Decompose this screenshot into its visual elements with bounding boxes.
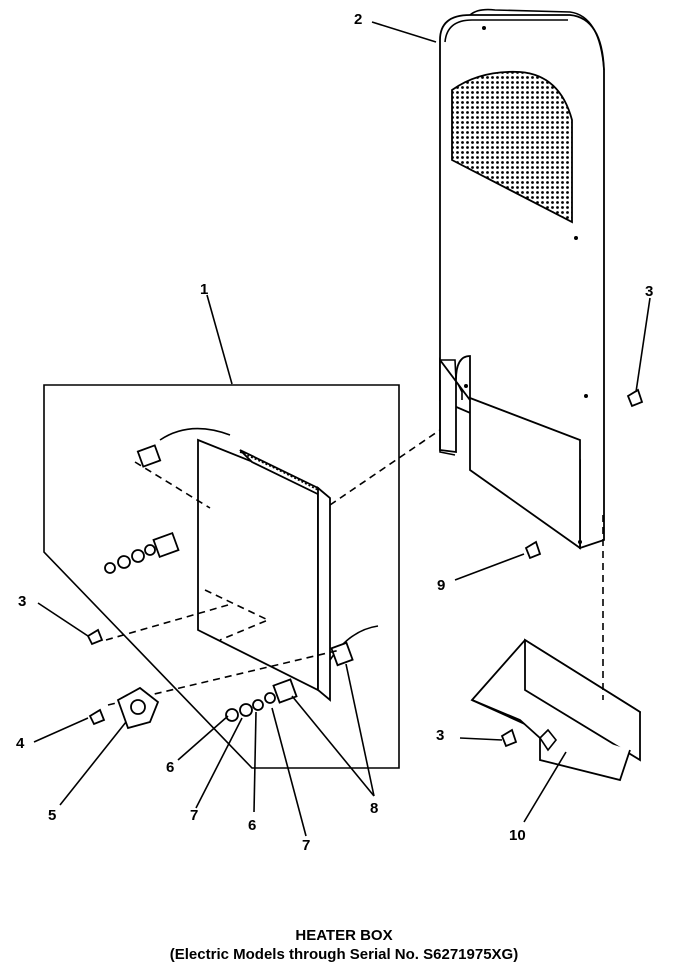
callout-10: 10 xyxy=(509,827,526,844)
callout-6-a: 6 xyxy=(166,759,174,776)
screws xyxy=(86,388,644,748)
callout-8: 8 xyxy=(370,800,378,817)
callout-4: 4 xyxy=(16,735,25,752)
callout-3-bottom: 3 xyxy=(436,727,444,744)
heater-duct-panel xyxy=(439,8,605,550)
callout-1: 1 xyxy=(200,281,208,298)
assembly-boundary-box xyxy=(43,384,400,769)
callout-3-left: 3 xyxy=(18,593,26,610)
callout-labels: 2 1 3 3 4 5 6 7 6 7 8 9 3 10 xyxy=(16,11,653,854)
callout-5: 5 xyxy=(48,807,56,824)
callout-9: 9 xyxy=(437,577,445,594)
washer-set-lower xyxy=(225,678,298,722)
heater-element-assembly xyxy=(105,427,441,706)
callout-7-b: 7 xyxy=(302,837,310,854)
washer-set-upper xyxy=(104,531,180,574)
callout-6-b: 6 xyxy=(248,817,256,834)
thermostat-part xyxy=(116,686,160,730)
leader-lines xyxy=(33,21,651,837)
callout-7-a: 7 xyxy=(190,807,198,824)
mounting-bracket xyxy=(470,515,642,782)
diagram-subtitle: (Electric Models through Serial No. S627… xyxy=(169,946,519,963)
callout-3-right: 3 xyxy=(645,283,653,300)
diagram-title: HEATER BOX xyxy=(295,927,393,944)
callout-2: 2 xyxy=(354,11,362,28)
